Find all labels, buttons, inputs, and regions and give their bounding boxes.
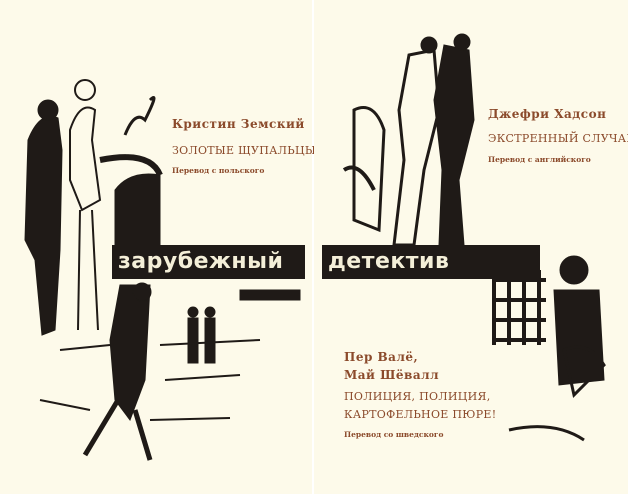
book3-title-2: КАРТОФЕЛЬНОЕ ПЮРЕ! — [344, 408, 497, 421]
book2-translation: Перевод с английского — [488, 155, 591, 164]
book1-title: ЗОЛОТЫЕ ЩУПАЛЬЦЫ — [172, 144, 316, 157]
book3-author-2: Май Шёвалл — [344, 368, 440, 382]
left-cover-page: Кристин Земский ЗОЛОТЫЕ ЩУПАЛЬЦЫ Перевод… — [0, 0, 316, 494]
book1-author: Кристин Земский — [172, 117, 305, 131]
series-title-left: зарубежный — [112, 245, 305, 279]
left-cover-illustration — [24, 79, 301, 461]
book2-author: Джефри Хадсон — [488, 107, 607, 121]
series-title-right: детектив — [322, 245, 540, 279]
right-cover-illustration — [342, 33, 606, 442]
book1-translation: Перевод с польского — [172, 166, 265, 175]
right-cover-page: детектив Джефри Хадсон ЭКСТРЕННЫЙ СЛУЧАЙ… — [314, 0, 628, 494]
book2-title: ЭКСТРЕННЫЙ СЛУЧАЙ — [488, 132, 628, 145]
book3-title-1: ПОЛИЦИЯ, ПОЛИЦИЯ, — [344, 390, 491, 403]
book3-translation: Перевод со шведского — [344, 430, 444, 439]
book3-author-1: Пер Валё, — [344, 350, 419, 364]
